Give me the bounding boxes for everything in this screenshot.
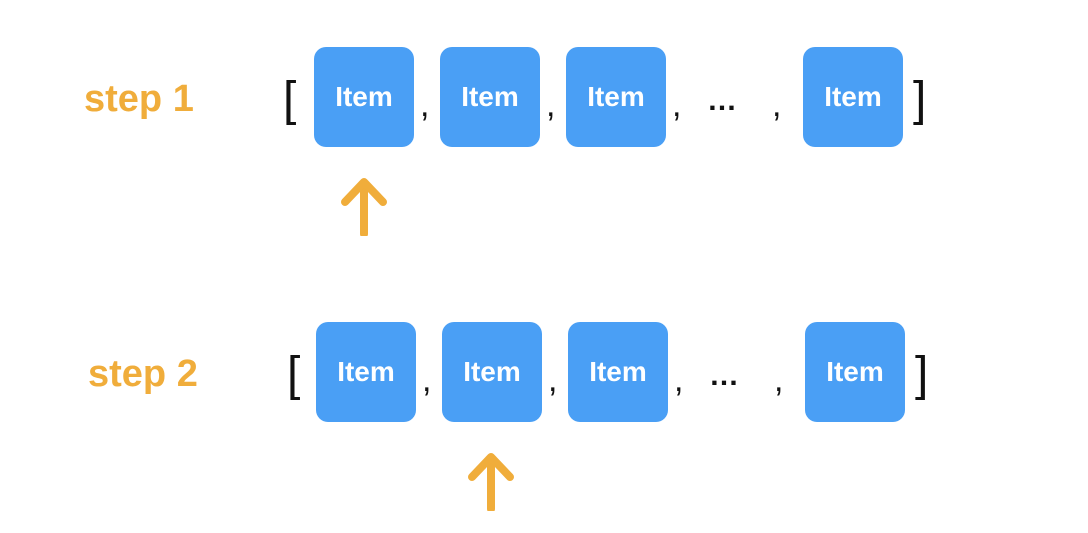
- step-2-separator-4: ,: [774, 361, 784, 399]
- step-1-separator-3: ,: [672, 86, 682, 124]
- arrow-up-icon: [341, 178, 387, 236]
- step-2-separator-2: ,: [548, 361, 558, 399]
- step-1-item-3: Item: [566, 47, 666, 147]
- step-2-item-last: Item: [805, 322, 905, 422]
- step-1-separator-1: ,: [420, 86, 430, 124]
- step-2-label: step 2: [88, 353, 198, 395]
- step-2-ellipsis: …: [709, 359, 740, 392]
- step-1-label: step 1: [84, 78, 194, 120]
- step-2-separator-1: ,: [422, 361, 432, 399]
- step-1-item-last: Item: [803, 47, 903, 147]
- step-1-item-2: Item: [440, 47, 540, 147]
- step-2-open-bracket: [: [287, 348, 301, 401]
- step-2-item-3: Item: [568, 322, 668, 422]
- step-2-close-bracket: ]: [915, 348, 929, 401]
- step-1-item-1: Item: [314, 47, 414, 147]
- step-2-item-2: Item: [442, 322, 542, 422]
- step-1-open-bracket: [: [283, 73, 297, 126]
- step-1-close-bracket: ]: [913, 73, 927, 126]
- step-1-separator-4: ,: [772, 86, 782, 124]
- step-2-item-1: Item: [316, 322, 416, 422]
- step-1-ellipsis: …: [707, 84, 738, 117]
- arrow-up-icon: [468, 453, 514, 511]
- step-2-separator-3: ,: [674, 361, 684, 399]
- step-1-separator-2: ,: [546, 86, 556, 124]
